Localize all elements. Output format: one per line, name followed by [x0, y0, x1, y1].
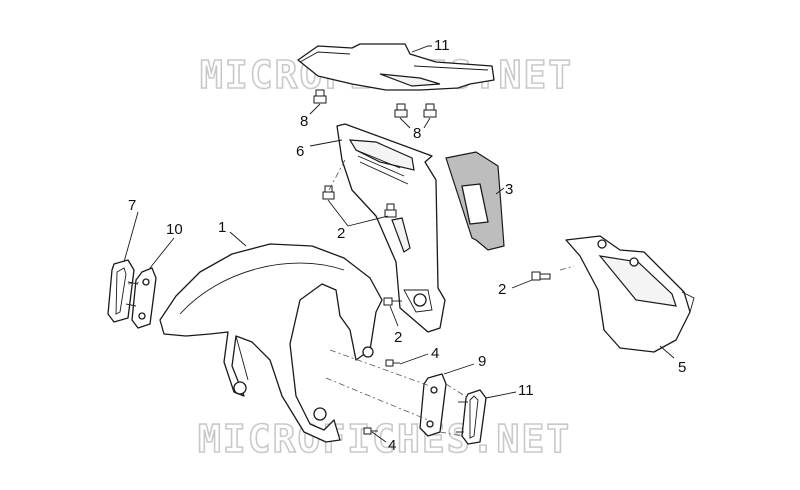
leader-line	[229, 231, 247, 247]
part-4-bolt-upper	[385, 359, 400, 367]
leader-line	[309, 103, 321, 115]
callout-11-left: 7	[128, 197, 136, 214]
assembly-line	[127, 281, 145, 285]
callout-4-lower: 4	[388, 437, 396, 454]
leader-line	[659, 345, 675, 359]
callout-3: 3	[505, 181, 513, 198]
callout-10: 10	[166, 221, 183, 238]
leader-line	[389, 305, 399, 327]
part-10-reflector-plate	[131, 267, 157, 329]
callout-4-upper: 4	[431, 345, 439, 362]
callout-1: 1	[218, 219, 226, 236]
part-11-reflector-right	[456, 389, 487, 445]
assembly-line	[439, 431, 463, 437]
leader-line	[399, 353, 429, 365]
part-2-bolt-side-cover	[531, 271, 551, 281]
callout-5: 5	[678, 359, 686, 376]
part-2-bolt-upper-left	[322, 185, 335, 200]
leader-line	[347, 215, 389, 227]
leader-line	[511, 279, 533, 289]
leader-line	[123, 211, 139, 263]
part-11-reflector-left	[107, 259, 139, 323]
assembly-line	[559, 265, 575, 271]
part-8-bolt-middle	[394, 103, 408, 118]
leader-line	[485, 391, 517, 399]
part-1-front-mudguard	[159, 243, 383, 443]
callout-2-side-cover: 2	[498, 281, 506, 298]
leader-line	[443, 363, 475, 375]
leader-line	[423, 117, 431, 129]
leader-line	[495, 187, 505, 195]
part-9-reflector-plate	[419, 373, 447, 437]
callout-2-center: 2	[337, 225, 345, 242]
callout-9: 9	[478, 353, 486, 370]
callout-11-right: 11	[518, 382, 534, 399]
leader-line	[399, 117, 411, 129]
part-2-bolt-lower	[383, 297, 402, 306]
assembly-line	[325, 377, 429, 421]
leader-line	[149, 237, 175, 269]
callout-6: 6	[296, 143, 304, 160]
leader-line	[371, 431, 387, 443]
callout-7: 11	[434, 37, 450, 54]
watermark-bottom: MICROFICHES.NET	[198, 417, 571, 461]
callout-8-right: 8	[413, 125, 421, 142]
part-5-side-cover	[565, 235, 695, 353]
part-8-bolt-right	[423, 103, 437, 118]
part-7-bracket-plate	[297, 43, 495, 91]
assembly-line	[445, 383, 469, 399]
part-4-bolt-lower	[363, 427, 378, 435]
leader-line	[411, 45, 432, 53]
part-3-gasket	[445, 151, 505, 251]
part-2-bolt-upper-center	[384, 203, 397, 218]
part-8-bolt-left	[313, 89, 327, 104]
leader-line	[309, 139, 343, 147]
part-6-inner-panel	[336, 123, 446, 333]
callout-2-lower: 2	[394, 329, 402, 346]
assembly-line	[328, 159, 346, 191]
leader-line	[327, 199, 349, 227]
callout-8-left: 8	[300, 113, 308, 130]
assembly-line	[329, 349, 431, 387]
